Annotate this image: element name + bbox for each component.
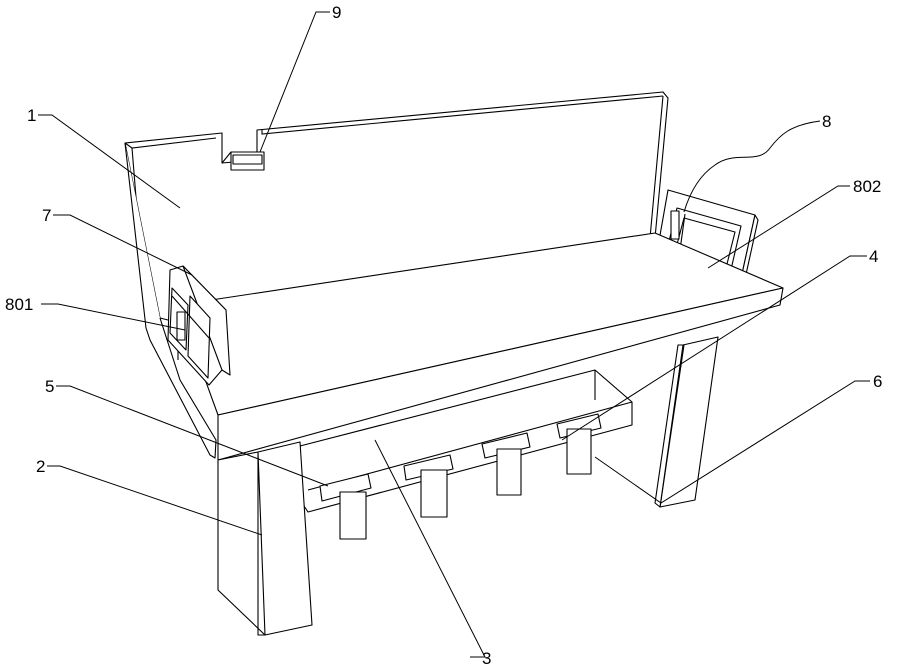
callout-2: 2: [36, 457, 45, 476]
callout-802: 802: [853, 177, 881, 196]
callout-801: 801: [5, 295, 33, 314]
callout-7: 7: [42, 206, 51, 225]
callout-1: 1: [27, 106, 36, 125]
callout-5: 5: [45, 377, 54, 396]
callout-6: 6: [873, 372, 882, 391]
hanger-4: [557, 414, 601, 474]
callout-9: 9: [332, 3, 341, 22]
callout-4: 4: [869, 247, 878, 266]
hanger-3: [482, 433, 530, 495]
callout-8: 8: [822, 112, 831, 131]
rear-right-leg: [655, 337, 718, 507]
front-left-leg: [218, 442, 312, 635]
hanger-2: [404, 455, 453, 517]
callout-3: 3: [482, 649, 491, 668]
